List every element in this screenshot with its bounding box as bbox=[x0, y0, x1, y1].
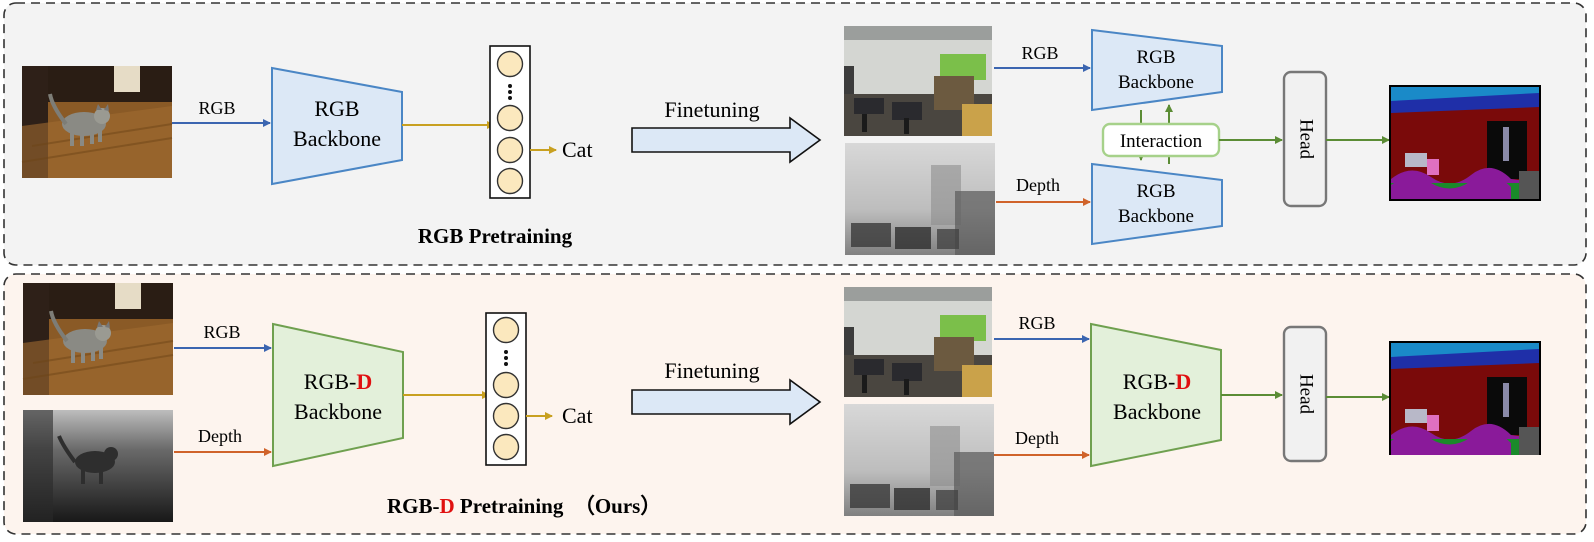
ellipsis-dot bbox=[504, 362, 508, 366]
head-label: Head bbox=[1296, 374, 1317, 415]
neuron-node bbox=[496, 104, 524, 132]
rgb-input-label: RGB bbox=[203, 322, 240, 342]
finetuning-arrow bbox=[631, 116, 822, 164]
rgbd-pretraining-title-suffix: Pretraining （Ours） bbox=[455, 494, 662, 518]
rgbd-backbone-d: D bbox=[356, 369, 372, 394]
finetune-depth-label: Depth bbox=[1015, 428, 1059, 448]
segmentation-map-icon bbox=[1391, 87, 1539, 199]
finetune-depth-backbone-line1: RGB bbox=[1136, 181, 1175, 202]
finetune-depth-backbone bbox=[1091, 162, 1223, 246]
room-photo-icon bbox=[844, 287, 992, 397]
ellipsis-dot bbox=[508, 96, 512, 100]
finetune-depth-label: Depth bbox=[1016, 175, 1060, 195]
rgb-pretraining-title: RGB Pretraining bbox=[418, 224, 573, 248]
rgbd-pretraining-title: RGB-D Pretraining （Ours） bbox=[387, 494, 661, 518]
finetune-rgb-label: RGB bbox=[1021, 43, 1058, 63]
ellipsis-dot bbox=[508, 90, 512, 94]
finetuning-label: Finetuning bbox=[664, 97, 759, 122]
finetune-depth-backbone-line2: Backbone bbox=[1118, 206, 1194, 227]
room-depth-icon bbox=[845, 143, 995, 255]
rgbd-backbone-line2: Backbone bbox=[294, 399, 382, 424]
interaction-label: Interaction bbox=[1120, 131, 1203, 152]
finetuning-label: Finetuning bbox=[664, 358, 759, 383]
finetune-rgb-backbone bbox=[1091, 28, 1223, 112]
room-depth-icon bbox=[844, 404, 994, 516]
rgb-input-label: RGB bbox=[198, 98, 235, 118]
finetuning-arrow bbox=[631, 378, 822, 426]
neuron-node bbox=[492, 371, 520, 399]
cat-class-label: Cat bbox=[562, 137, 593, 162]
head-label: Head bbox=[1296, 119, 1317, 160]
neuron-node bbox=[492, 402, 520, 430]
ellipsis-dot bbox=[504, 356, 508, 360]
rgbd-pretraining-title-d: D bbox=[440, 494, 455, 518]
depth-input-label: Depth bbox=[198, 426, 242, 446]
ellipsis-dot bbox=[508, 84, 512, 88]
cat-photo-icon bbox=[21, 281, 175, 397]
rgbd-pretraining-title-prefix: RGB- bbox=[387, 494, 440, 518]
finetune-rgbd-backbone-line2: Backbone bbox=[1113, 399, 1201, 424]
finetune-rgbd-backbone bbox=[1090, 322, 1222, 468]
neuron-node bbox=[496, 167, 524, 195]
finetune-rgbd-backbone-d: D bbox=[1175, 369, 1191, 394]
neuron-node bbox=[496, 136, 524, 164]
room-photo-icon bbox=[844, 26, 992, 136]
rgbd-backbone-line1-prefix: RGB- bbox=[304, 369, 357, 394]
neuron-node bbox=[496, 50, 524, 78]
cat-class-label: Cat bbox=[562, 403, 593, 428]
segmentation-head bbox=[1282, 325, 1328, 463]
cat-photo-icon bbox=[20, 64, 174, 180]
segmentation-frame bbox=[1389, 85, 1541, 201]
neuron-node bbox=[492, 433, 520, 461]
finetune-rgbd-backbone-line1-prefix: RGB- bbox=[1123, 369, 1176, 394]
rgbd-backbone-line1: RGB-D bbox=[304, 369, 372, 394]
neuron-node bbox=[492, 316, 520, 344]
rgb-backbone-line2: Backbone bbox=[293, 126, 381, 151]
finetune-rgb-backbone-line2: Backbone bbox=[1118, 72, 1194, 93]
ellipsis-dot bbox=[504, 350, 508, 354]
segmentation-map-icon bbox=[1391, 343, 1539, 455]
rgb-backbone-line1: RGB bbox=[314, 96, 359, 121]
finetune-rgbd-backbone-line1: RGB-D bbox=[1123, 369, 1191, 394]
cat-depth-icon bbox=[21, 408, 175, 524]
rgb-backbone bbox=[271, 66, 403, 186]
finetune-rgb-backbone-line1: RGB bbox=[1136, 47, 1175, 68]
rgbd-backbone bbox=[272, 322, 404, 468]
finetune-rgb-label: RGB bbox=[1018, 313, 1055, 333]
